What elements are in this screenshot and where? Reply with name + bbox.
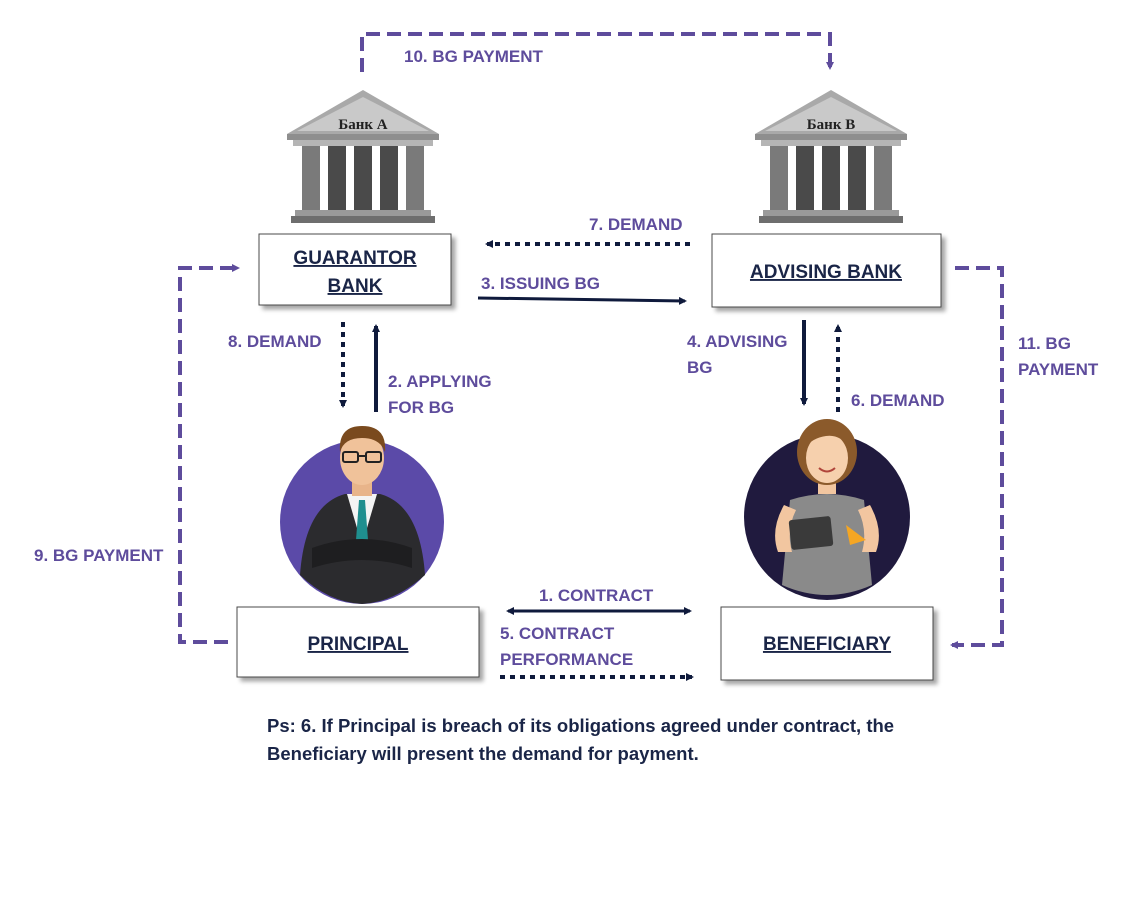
step-4-label-line2: BG [687, 358, 713, 377]
guarantor-bank-box: GUARANTOR BANK [258, 233, 452, 306]
step-4-label-line1: 4. ADVISING [687, 332, 787, 351]
bank-b-sign: Банк В [807, 117, 855, 133]
step-2-label-line1: 2. APPLYING [388, 372, 492, 391]
step-6-label: 6. DEMAND [851, 391, 945, 410]
arrow-11-bg-payment [950, 266, 1004, 649]
step-9-label: 9. BG PAYMENT [34, 546, 164, 565]
arrow-9-bg-payment [178, 264, 240, 644]
advising-bank-label: ADVISING BANK [750, 262, 902, 283]
step-11-label-line1: 11. BG [1018, 334, 1071, 353]
step-8-label: 8. DEMAND [228, 332, 322, 351]
bank-a-icon: Банк А [287, 90, 439, 223]
arrow-3-issuing-bg [477, 296, 687, 305]
principal-box: PRINCIPAL [236, 606, 480, 678]
step-11-label-line2: PAYMENT [1018, 360, 1099, 379]
principal-label: PRINCIPAL [308, 634, 409, 655]
step-2-label-line2: FOR BG [388, 398, 454, 417]
step-7-label: 7. DEMAND [589, 215, 683, 234]
bank-a-sign: Банк А [338, 117, 387, 133]
beneficiary-label: BENEFICIARY [763, 634, 891, 655]
step-5-label-line1: 5. CONTRACT [500, 624, 615, 643]
beneficiary-box: BENEFICIARY [720, 606, 934, 681]
step-1-label: 1. CONTRACT [539, 586, 654, 605]
advising-bank-box: ADVISING BANK [711, 233, 942, 308]
beneficiary-avatar [744, 419, 910, 600]
guarantor-bank-label-line1: GUARANTOR [293, 248, 416, 269]
footnote: Ps: 6. If Principal is breach of its obl… [267, 715, 895, 764]
guarantor-bank-label-line2: BANK [328, 276, 383, 297]
step-10-label: 10. BG PAYMENT [404, 47, 543, 66]
step-5-label-line2: PERFORMANCE [500, 650, 633, 669]
bank-b-icon: Банк В [755, 90, 907, 223]
step-3-label: 3. ISSUING BG [481, 274, 600, 293]
principal-avatar [280, 426, 444, 604]
